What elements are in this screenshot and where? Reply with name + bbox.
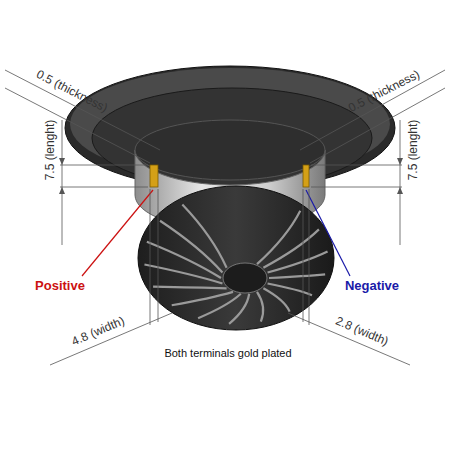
fin [263,288,289,311]
positive-terminal [150,165,158,187]
dimension-label: 2.8 (width) [334,315,390,348]
fin [263,229,319,267]
heatsink-fins [144,204,327,323]
heatsink-center [223,263,267,293]
fin [268,283,312,295]
dimension-lines [5,70,445,365]
dimension-arrows [59,158,403,194]
dimension-label: 4.8 (width) [70,315,126,348]
polarity-label: Positive [35,279,85,292]
fin [229,294,249,324]
polarity-label: Negative [345,279,399,292]
negative-leader [306,190,350,276]
positive-leader [82,190,153,276]
dimension-label: 7.5 (lenght) [407,120,419,181]
fin [153,287,227,289]
fin [269,274,325,278]
fin [160,221,222,273]
negative-terminal [303,165,309,187]
fin [268,251,328,272]
fin [144,265,222,284]
fin [257,292,263,322]
fin [182,204,226,267]
note-label: Both terminals gold plated [164,348,291,359]
dimension-label: 7.5 (lenght) [44,120,56,181]
ring-top [135,120,325,180]
front-flange [65,66,395,190]
flange-step [92,88,372,188]
fin [172,292,233,305]
fin [257,211,300,264]
heatsink [138,186,334,330]
fin [198,294,241,318]
